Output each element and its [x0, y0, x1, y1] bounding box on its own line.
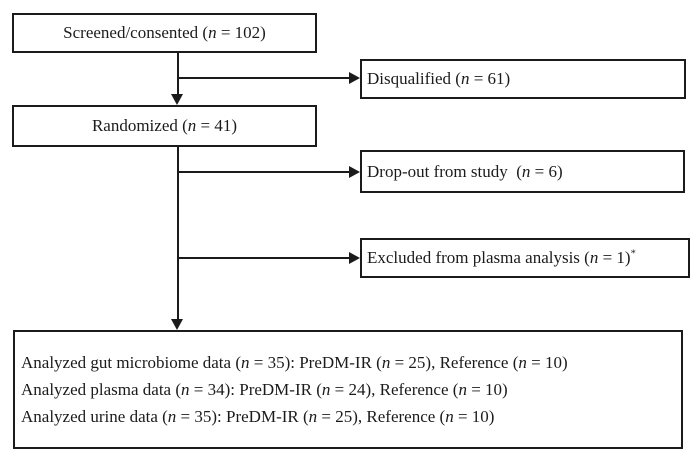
flow-box-dropout: Drop-out from study (n = 6) — [360, 150, 685, 193]
arrow-right-icon — [349, 72, 360, 84]
flow-box-randomized: Randomized (n = 41) — [12, 105, 317, 147]
flow-box-dropout-label: Drop-out from study (n = 6) — [367, 161, 563, 181]
flow-box-screened: Screened/consented (n = 102) — [12, 13, 317, 53]
arrow-down-icon — [171, 319, 183, 330]
flow-box-analyzed-line-3: Analyzed urine data (n = 35): PreDM-IR (… — [21, 407, 495, 426]
flow-box-excluded-label: Excluded from plasma analysis (n = 1)* — [367, 248, 636, 267]
flow-box-analyzed-line-1: Analyzed gut microbiome data (n = 35): P… — [21, 353, 568, 372]
connector-to-excluded — [177, 257, 349, 259]
flow-box-analyzed-line-2: Analyzed plasma data (n = 34): PreDM-IR … — [21, 380, 508, 399]
flow-box-screened-label: Screened/consented (n = 102) — [63, 23, 266, 42]
arrow-down-icon — [171, 94, 183, 105]
connector-randomized-to-analyzed — [177, 147, 179, 319]
arrow-right-icon — [349, 166, 360, 178]
connector-screened-to-randomized — [177, 53, 179, 95]
arrow-right-icon — [349, 252, 360, 264]
connector-to-dropout — [177, 171, 349, 173]
flow-box-analyzed: Analyzed gut microbiome data (n = 35): P… — [13, 330, 683, 449]
flow-box-excluded: Excluded from plasma analysis (n = 1)* — [360, 238, 690, 278]
flow-box-disqualified-label: Disqualified (n = 61) — [367, 69, 511, 88]
flow-box-randomized-label: Randomized (n = 41) — [91, 116, 238, 135]
connector-to-disqualified — [177, 77, 349, 79]
flow-box-disqualified: Disqualified (n = 61) — [360, 59, 686, 99]
